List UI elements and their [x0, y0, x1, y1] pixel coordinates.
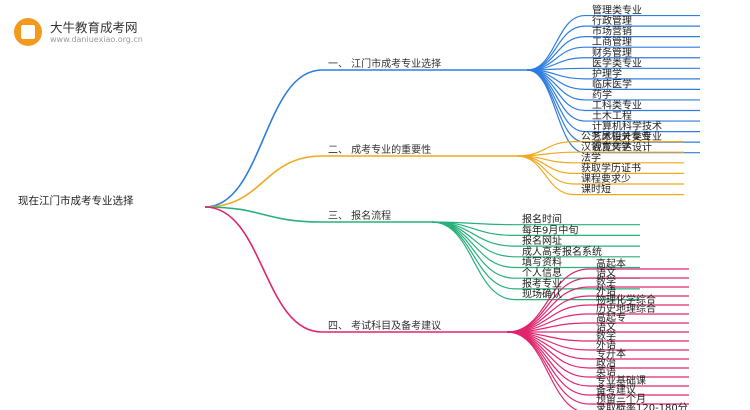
- leaf-node: 每年9月中旬: [522, 223, 578, 236]
- leaf-connector: [516, 151, 575, 157]
- leaf-node: 政治: [596, 356, 616, 369]
- logo-url: www.daniuexiao.org.cn: [50, 35, 143, 44]
- leaf-node: 外语: [596, 339, 616, 351]
- leaf-node: 护理学: [592, 67, 622, 80]
- leaf-node: 外语: [596, 285, 616, 297]
- leaf-connector: [526, 69, 586, 143]
- leaf-connector: [506, 331, 590, 378]
- leaf-node: 获取学历证书: [581, 161, 641, 174]
- leaf-connector: [526, 69, 586, 112]
- leaf-node: 高起本: [596, 257, 626, 270]
- leaf-connector: [526, 69, 586, 154]
- leaf-connector: [516, 155, 575, 185]
- leaf-node: 数学: [596, 275, 616, 288]
- leaf-node: 医学类专业: [592, 56, 642, 69]
- site-logo: 大牛教育成考网 www.daniuexiao.org.cn: [14, 14, 194, 48]
- leaf-node: 课程要求少: [581, 173, 631, 185]
- leaf-node: 课时短: [581, 183, 611, 196]
- leaf-node: 视觉传达设计: [592, 141, 652, 154]
- leaf-node: 报名网址: [522, 234, 562, 247]
- leaf-connector: [431, 221, 516, 279]
- leaf-connector: [431, 221, 516, 258]
- branch-label: 三、 报名流程: [328, 209, 391, 222]
- leaf-connector: [526, 14, 586, 71]
- leaf-node: 录取概率120-180分: [596, 401, 688, 410]
- leaf-node: 法学: [581, 151, 601, 164]
- leaf-node: 艺术设计类专业: [592, 130, 662, 143]
- root-node: 现在江门市成考专业选择: [18, 194, 134, 207]
- leaf-node: 管理类专业: [592, 4, 642, 17]
- branch-label: 四、 考试科目及备考建议: [328, 319, 441, 332]
- leaf-node: 工商管理: [592, 35, 632, 48]
- leaf-node: 成人高考报名系统: [522, 245, 602, 258]
- branch-connector: [204, 69, 323, 208]
- leaf-node: 计算机科学技术: [592, 120, 662, 133]
- branch-label: 一、 江门市成考专业选择: [328, 57, 441, 70]
- leaf-node: 个人信息: [522, 266, 562, 279]
- leaf-connector: [516, 155, 575, 196]
- branch-connector: [204, 206, 323, 223]
- leaf-node: 市场营销: [592, 25, 632, 38]
- leaf-node: 高起专: [596, 311, 626, 324]
- leaf-node: 英语: [596, 365, 616, 378]
- leaf-node: 预留三个月: [596, 392, 646, 405]
- leaf-node: 公务员相关专业: [581, 130, 651, 143]
- leaf-node: 专业基础课: [596, 374, 646, 387]
- leaf-node: 土木工程: [592, 109, 632, 122]
- leaf-node: 物理化学综合: [596, 293, 656, 306]
- leaf-node: 备考建议: [596, 383, 636, 396]
- leaf-node: 财务管理: [592, 46, 632, 59]
- leaf-node: 填写资料: [522, 256, 562, 269]
- leaf-node: 报考专业: [522, 277, 562, 290]
- leaf-node: 汉语言文学: [581, 140, 631, 153]
- leaf-connector: [431, 221, 516, 247]
- leaf-node: 现场确认: [522, 288, 562, 301]
- leaf-connector: [526, 69, 586, 122]
- leaf-node: 临床医学: [592, 77, 632, 90]
- leaf-node: 工科类专业: [592, 99, 642, 112]
- leaf-node: 报名时间: [522, 213, 562, 226]
- leaf-node: 药学: [592, 88, 612, 101]
- leaf-connector: [506, 331, 579, 410]
- leaf-node: 语文: [596, 320, 616, 333]
- leaf-node: 历史地理综合: [596, 302, 656, 315]
- branch-connector: [204, 206, 323, 333]
- book-logo-icon: [14, 18, 42, 46]
- branch-label: 二、 成考专业的重要性: [328, 143, 431, 156]
- leaf-node: 数学: [596, 329, 616, 342]
- leaf-connector: [431, 221, 516, 301]
- leaf-node: 语文: [596, 266, 616, 279]
- logo-title: 大牛教育成考网: [50, 20, 138, 35]
- branch-connector: [204, 155, 323, 208]
- leaf-node: 专升本: [596, 347, 626, 360]
- leaf-node: 行政管理: [592, 14, 632, 27]
